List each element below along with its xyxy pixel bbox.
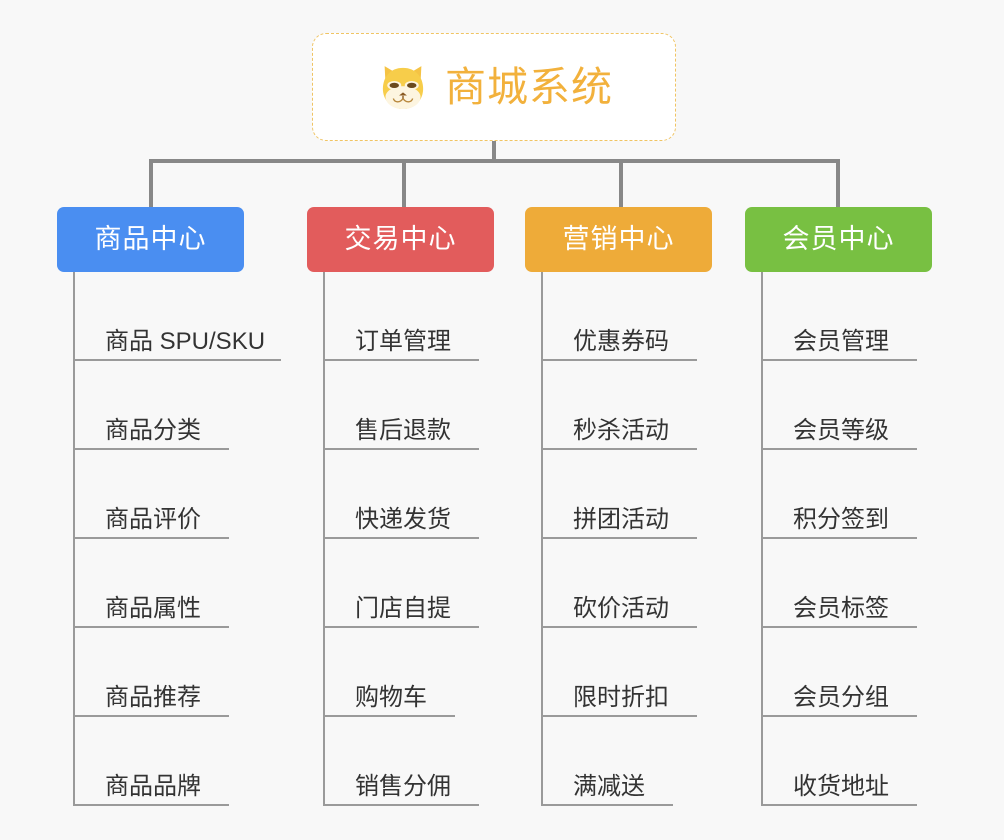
- leaf-label: 积分签到: [793, 506, 889, 534]
- leaf-list-4: 会员管理 会员等级 积分签到 会员标签 会员分组 收货地址: [761, 272, 917, 806]
- connector-bus: [149, 159, 840, 163]
- connector-root-stem: [492, 141, 496, 163]
- leaf-label: 商品推荐: [105, 684, 201, 712]
- connector-drop-2: [402, 159, 406, 209]
- leaf-label: 商品品牌: [105, 773, 201, 801]
- leaf-item[interactable]: 门店自提: [323, 539, 479, 628]
- leaf-item[interactable]: 商品品牌: [73, 717, 229, 806]
- column-spine: [761, 272, 763, 806]
- leaf-label: 商品属性: [105, 595, 201, 623]
- category-header-3[interactable]: 营销中心: [525, 207, 712, 272]
- leaf-list-3: 优惠券码 秒杀活动 拼团活动 砍价活动 限时折扣 满减送: [541, 272, 697, 806]
- category-header-4[interactable]: 会员中心: [745, 207, 932, 272]
- leaf-label: 售后退款: [355, 417, 451, 445]
- leaf-item[interactable]: 砍价活动: [541, 539, 697, 628]
- leaf-label: 满减送: [573, 773, 645, 801]
- category-label: 营销中心: [562, 224, 675, 254]
- leaf-label: 商品 SPU/SKU: [105, 328, 266, 356]
- leaf-label: 购物车: [355, 684, 427, 712]
- leaf-item[interactable]: 积分签到: [761, 450, 917, 539]
- leaf-label: 订单管理: [355, 328, 451, 356]
- leaf-item[interactable]: 售后退款: [323, 361, 479, 450]
- leaf-item[interactable]: 优惠券码: [541, 272, 697, 361]
- leaf-label: 会员管理: [793, 328, 889, 356]
- leaf-item[interactable]: 会员标签: [761, 539, 917, 628]
- leaf-item[interactable]: 会员分组: [761, 628, 917, 717]
- leaf-label: 会员分组: [793, 684, 889, 712]
- column-spine: [323, 272, 325, 806]
- root-title: 商城系统: [445, 63, 613, 110]
- leaf-label: 快递发货: [355, 506, 451, 534]
- category-label: 商品中心: [94, 224, 207, 254]
- leaf-item[interactable]: 商品 SPU/SKU: [73, 272, 281, 361]
- leaf-item[interactable]: 快递发货: [323, 450, 479, 539]
- connector-drop-3: [619, 159, 623, 209]
- leaf-item[interactable]: 商品评价: [73, 450, 229, 539]
- leaf-label: 限时折扣: [573, 684, 669, 712]
- leaf-list-1: 商品 SPU/SKU 商品分类 商品评价 商品属性 商品推荐 商品品牌: [73, 272, 281, 806]
- leaf-item[interactable]: 商品属性: [73, 539, 229, 628]
- leaf-label: 会员等级: [793, 417, 889, 445]
- leaf-label: 门店自提: [355, 595, 451, 623]
- connector-drop-1: [149, 159, 153, 209]
- leaf-item[interactable]: 拼团活动: [541, 450, 697, 539]
- category-header-1[interactable]: 商品中心: [57, 207, 244, 272]
- leaf-item[interactable]: 订单管理: [323, 272, 479, 361]
- leaf-item[interactable]: 收货地址: [761, 717, 917, 806]
- leaf-item[interactable]: 满减送: [541, 717, 673, 806]
- leaf-label: 拼团活动: [573, 506, 669, 534]
- leaf-item[interactable]: 限时折扣: [541, 628, 697, 717]
- leaf-item[interactable]: 购物车: [323, 628, 455, 717]
- connector-drop-4: [836, 159, 840, 209]
- leaf-item[interactable]: 商品推荐: [73, 628, 229, 717]
- category-header-2[interactable]: 交易中心: [307, 207, 494, 272]
- leaf-label: 商品评价: [105, 506, 201, 534]
- leaf-label: 秒杀活动: [573, 417, 669, 445]
- leaf-label: 商品分类: [105, 417, 201, 445]
- column-spine: [73, 272, 75, 806]
- leaf-item[interactable]: 会员管理: [761, 272, 917, 361]
- shiba-dog-face-icon: [375, 60, 431, 116]
- leaf-list-2: 订单管理 售后退款 快递发货 门店自提 购物车 销售分佣: [323, 272, 479, 806]
- leaf-label: 砍价活动: [573, 595, 669, 623]
- category-label: 交易中心: [344, 224, 457, 254]
- root-node[interactable]: 商城系统: [312, 33, 676, 141]
- leaf-label: 销售分佣: [355, 773, 451, 801]
- column-spine: [541, 272, 543, 806]
- category-label: 会员中心: [782, 224, 895, 254]
- leaf-item[interactable]: 商品分类: [73, 361, 229, 450]
- leaf-label: 收货地址: [793, 773, 889, 801]
- leaf-label: 优惠券码: [573, 328, 669, 356]
- leaf-item[interactable]: 会员等级: [761, 361, 917, 450]
- leaf-label: 会员标签: [793, 595, 889, 623]
- leaf-item[interactable]: 秒杀活动: [541, 361, 697, 450]
- leaf-item[interactable]: 销售分佣: [323, 717, 479, 806]
